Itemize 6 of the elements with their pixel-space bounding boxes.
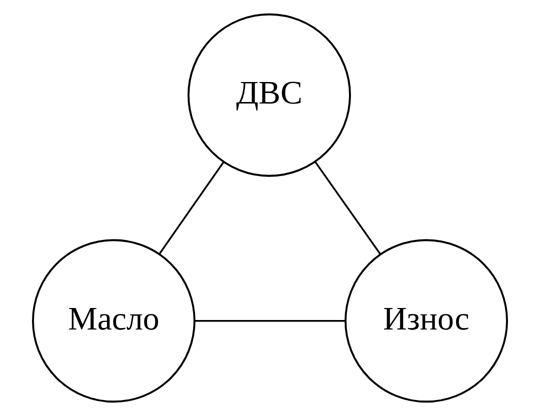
node-circle: ДВС: [187, 13, 350, 177]
connector: [314, 161, 381, 255]
connector: [194, 320, 345, 322]
node-circle: Масло: [32, 239, 195, 403]
connector: [158, 162, 224, 254]
node-circle: Износ: [344, 239, 508, 403]
